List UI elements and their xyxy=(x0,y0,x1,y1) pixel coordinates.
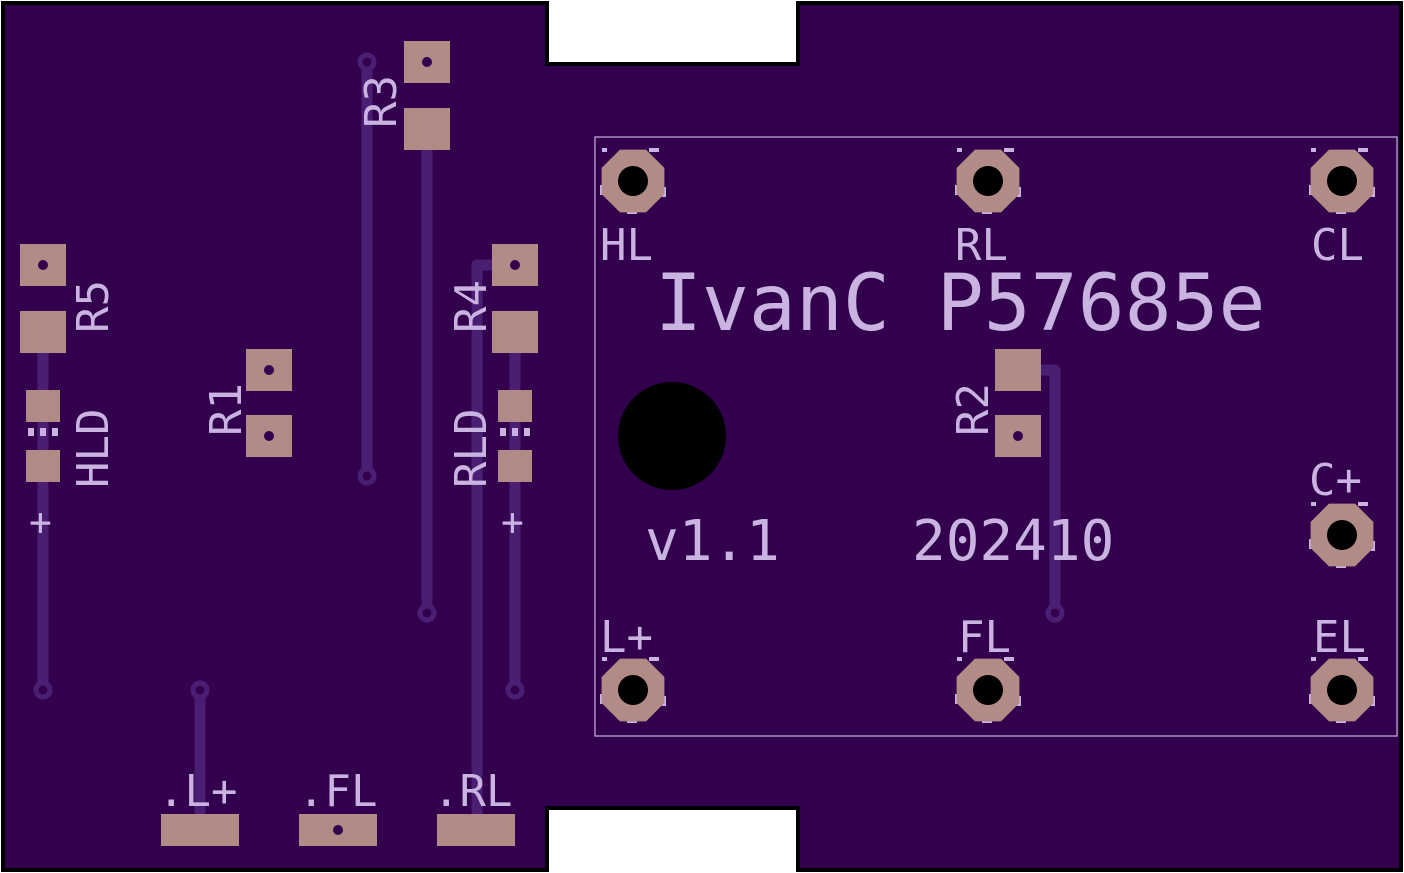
via xyxy=(33,680,53,700)
pad-drill xyxy=(1327,166,1357,196)
board-title: IvanC P57685e xyxy=(655,259,1265,349)
label-r3: R3 xyxy=(356,75,407,128)
vias xyxy=(33,52,1065,700)
pad-el xyxy=(1309,657,1375,723)
via xyxy=(417,603,437,623)
rld-marker xyxy=(512,428,518,436)
pad-drill xyxy=(618,166,648,196)
pad-drill xyxy=(973,675,1003,705)
label-r4: R4 xyxy=(446,280,497,333)
pad-drill xyxy=(973,166,1003,196)
silkscreen: IvanC P57685e v1.1 202410 HL RL CL C+ L+… xyxy=(29,75,1366,817)
pad-r5-2 xyxy=(20,311,66,353)
connector-label-el: EL xyxy=(1313,612,1366,663)
pad-dot xyxy=(264,365,274,375)
edge-label-l-plus: .L+ xyxy=(158,766,237,817)
pad-hld-1 xyxy=(26,390,60,422)
pad-rl xyxy=(955,148,1021,214)
pad-dot xyxy=(510,260,520,270)
label-rld-plus: + xyxy=(501,500,524,544)
connector-label-l-plus: L+ xyxy=(600,612,653,663)
label-r5: R5 xyxy=(68,280,119,333)
edge-pad-rl xyxy=(437,814,515,846)
connector-label-cl: CL xyxy=(1311,220,1364,271)
smd-pads xyxy=(20,41,1041,846)
hld-marker xyxy=(28,428,34,436)
pad-dot xyxy=(38,260,48,270)
pad-r4-2 xyxy=(492,311,538,353)
rld-marker xyxy=(500,428,506,436)
connector-pads xyxy=(600,148,1375,723)
pad-r2-1 xyxy=(995,349,1041,391)
pad-dot xyxy=(264,431,274,441)
edge-label-rl: .RL xyxy=(433,766,512,817)
pad-rld-2 xyxy=(498,450,532,482)
connector-label-fl: FL xyxy=(958,612,1011,663)
pad-cl xyxy=(1309,148,1375,214)
rld-marker xyxy=(524,428,530,436)
pad-c-plus xyxy=(1309,502,1375,568)
pad-hld-2 xyxy=(26,450,60,482)
label-hld: HLD xyxy=(68,409,119,488)
label-r1: R1 xyxy=(201,383,252,436)
pad-drill xyxy=(1327,675,1357,705)
via xyxy=(190,680,210,700)
label-hld-plus: + xyxy=(29,500,52,544)
edge-label-fl: .FL xyxy=(298,766,377,817)
pad-rld-1 xyxy=(498,390,532,422)
via xyxy=(357,466,377,486)
pad-r3-2 xyxy=(404,108,450,150)
mounting-hole xyxy=(618,382,726,490)
board-date: 202410 xyxy=(912,509,1114,574)
pad-dot xyxy=(422,57,432,67)
label-r2: R2 xyxy=(948,383,999,436)
hld-marker xyxy=(40,428,46,436)
pad-l-plus xyxy=(600,657,666,723)
hld-marker xyxy=(52,428,58,436)
label-rld: RLD xyxy=(446,409,497,488)
via xyxy=(1045,603,1065,623)
board-version: v1.1 xyxy=(645,509,780,574)
pad-hl xyxy=(600,148,666,214)
connector-label-hl: HL xyxy=(600,220,653,271)
via xyxy=(505,680,525,700)
pad-fl xyxy=(955,657,1021,723)
connector-label-c-plus: C+ xyxy=(1309,455,1362,506)
pad-drill xyxy=(1327,520,1357,550)
pad-dot xyxy=(1013,431,1023,441)
edge-pad-lplus xyxy=(161,814,239,846)
module-outline xyxy=(594,136,1398,737)
connector-label-rl: RL xyxy=(955,220,1008,271)
via xyxy=(357,52,377,72)
pad-drill xyxy=(618,675,648,705)
pad-dot xyxy=(333,825,343,835)
